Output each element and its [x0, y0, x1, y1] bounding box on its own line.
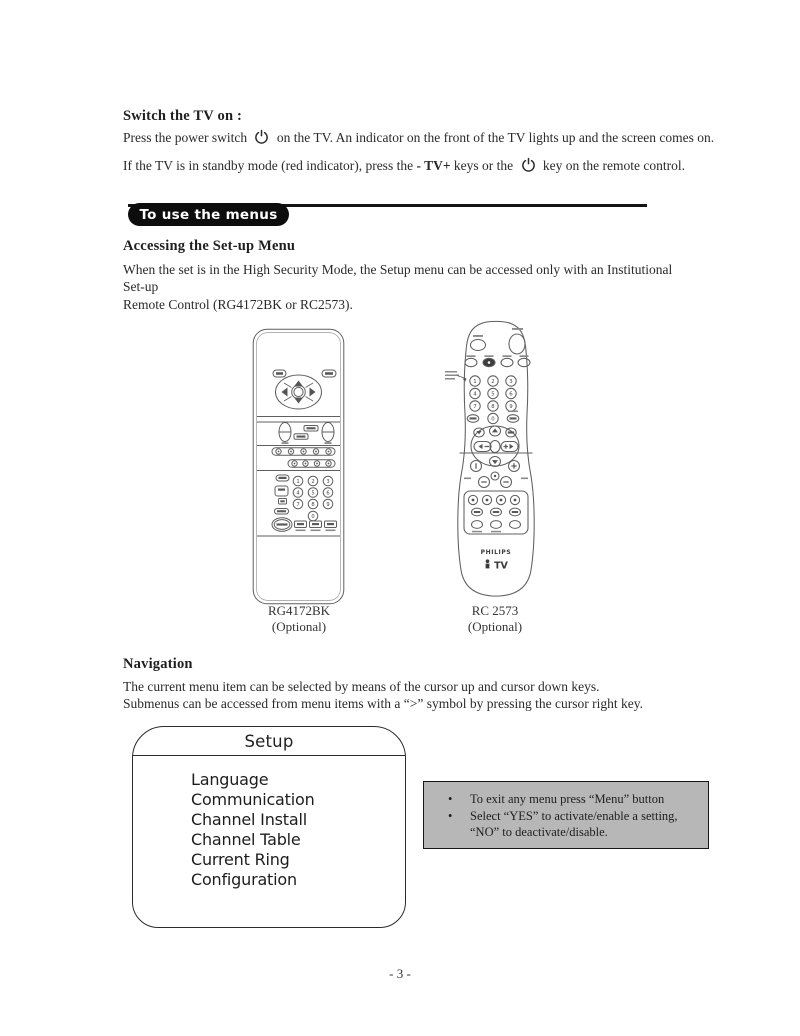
power-on-line1: Press the power switch on the TV. An ind… — [123, 125, 714, 153]
philips-brand: PHILIPS TV — [481, 549, 512, 572]
svg-text:4: 4 — [473, 391, 477, 397]
left-remote-digits: 1 2 3 4 5 6 7 8 9 0 — [296, 479, 329, 520]
section-banner-label: To use the menus — [139, 206, 278, 223]
lower-button-panel — [463, 490, 529, 535]
power-on-section: Switch the TV on : Press the power switc… — [123, 108, 714, 181]
power-on-heading: Switch the TV on : — [123, 108, 243, 124]
svg-text:9: 9 — [326, 502, 329, 508]
menu-tips-box: • To exit any menu press “Menu” button •… — [423, 781, 709, 849]
right-remote-availability: (Optional) — [467, 618, 523, 634]
svg-text:0: 0 — [491, 416, 495, 422]
number-pad — [466, 375, 520, 425]
accessing-section: Accessing the Set-up Menu When the set i… — [123, 238, 675, 314]
menu-key-annotation — [445, 371, 467, 382]
svg-text:1: 1 — [296, 479, 299, 485]
cursor-cluster — [469, 425, 521, 473]
navigation-section: Navigation The current menu item can be … — [123, 656, 675, 712]
volume-channel-rockers — [278, 422, 335, 444]
svg-text:6: 6 — [326, 490, 329, 496]
svg-text:5: 5 — [491, 391, 494, 397]
navigation-heading: Navigation — [123, 656, 193, 672]
left-remote-availability: (Optional) — [271, 618, 327, 634]
page-number: - 3 - — [389, 966, 411, 981]
power-on-line2: If the TV is in standby mode (red indica… — [123, 153, 685, 181]
section-rule — [128, 204, 647, 207]
accessing-line1: When the set is in the High Security Mod… — [123, 262, 673, 294]
setup-menu-figure: Setup Language Communication Channel Ins… — [132, 726, 406, 928]
svg-text:5: 5 — [311, 490, 314, 496]
svg-text:3: 3 — [509, 379, 512, 385]
power-icon — [254, 127, 269, 153]
volume-buttons-row — [464, 471, 528, 489]
power-icon — [521, 155, 536, 181]
tv-keys-label: - TV+ — [416, 158, 451, 173]
svg-text:2: 2 — [311, 479, 314, 485]
accessing-line2: Remote Control (RG4172BK or RC2573). — [123, 297, 353, 312]
svg-text:9: 9 — [509, 404, 513, 410]
navigation-line1: The current menu item can be selected by… — [123, 679, 600, 694]
svg-text:1: 1 — [473, 379, 476, 385]
left-remote-model: RG4172BK — [267, 603, 331, 618]
bullet-icon: • — [448, 792, 453, 806]
bullet-icon: • — [448, 808, 453, 823]
mode-buttons-row — [464, 355, 531, 368]
svg-text:6: 6 — [509, 391, 513, 397]
svg-text:7: 7 — [473, 404, 476, 410]
number-pad — [274, 474, 334, 522]
function-button-strips — [271, 447, 336, 468]
setup-menu-item: Channel Table — [191, 830, 301, 849]
svg-text:2: 2 — [491, 379, 494, 385]
right-remote-caption: RC 2573 (Optional) — [436, 603, 554, 634]
accessing-heading: Accessing the Set-up Menu — [123, 238, 296, 254]
setup-menu-title: Setup — [133, 727, 405, 756]
remote-rg4172bk-illustration: 1 2 3 4 5 6 7 8 9 0 — [252, 328, 345, 610]
svg-text:4: 4 — [296, 490, 300, 496]
svg-text:8: 8 — [491, 404, 495, 410]
svg-text:3: 3 — [326, 479, 329, 485]
setup-menu-item: Current Ring — [191, 850, 290, 869]
setup-menu-item: Configuration — [191, 870, 297, 889]
tv-wordmark: TV — [494, 561, 508, 572]
power-and-setup-keys — [271, 517, 337, 532]
section-banner: To use the menus — [128, 203, 289, 226]
philips-wordmark: PHILIPS — [481, 549, 512, 556]
svg-text:8: 8 — [311, 502, 314, 508]
setup-menu-item: Channel Install — [191, 810, 307, 829]
tip-item: • To exit any menu press “Menu” button — [448, 792, 665, 806]
right-remote-digits: 1 2 3 4 5 6 7 8 9 0 — [473, 379, 513, 423]
svg-text:0: 0 — [311, 514, 314, 520]
svg-text:7: 7 — [296, 502, 299, 508]
remote-rc2573-illustration: 1 2 3 4 5 6 7 8 9 0 PHILIPS TV — [444, 318, 548, 607]
navigation-line2: Submenus can be accessed from menu items… — [123, 695, 643, 711]
setup-menu-item: Communication — [191, 790, 315, 809]
tip-item: • Select “YES” to activate/enable a sett… — [448, 808, 678, 840]
left-remote-caption: RG4172BK (Optional) — [240, 603, 358, 634]
setup-menu-item: Language — [191, 770, 269, 789]
philips-tv-logo-icon — [485, 559, 490, 569]
right-remote-model: RC 2573 — [471, 603, 519, 618]
dpad-cluster — [275, 374, 322, 410]
setup-menu-items: Language Communication Channel Install C… — [133, 756, 405, 890]
